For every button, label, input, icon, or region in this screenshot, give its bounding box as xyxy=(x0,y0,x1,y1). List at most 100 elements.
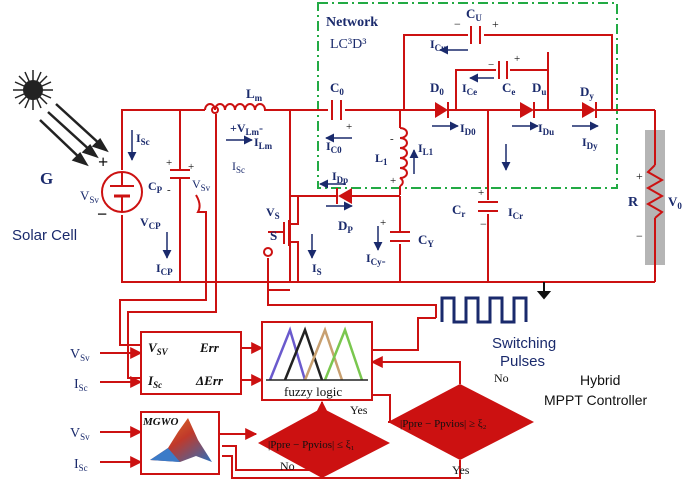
load-minus: − xyxy=(636,229,643,243)
du-diode xyxy=(520,102,535,118)
d0-label: D0 xyxy=(430,80,444,97)
load-resistor xyxy=(645,164,665,219)
fuzzy-membership-functions xyxy=(268,326,364,381)
vsv-sense-wire xyxy=(119,194,207,346)
cp-label: CP xyxy=(148,179,163,195)
condition-right-diamond xyxy=(388,384,534,460)
dp-diode xyxy=(336,188,352,204)
input-vsv-1: VSv xyxy=(70,347,90,363)
fuzzy-to-pulses-wire xyxy=(372,317,436,351)
cu-minus: − xyxy=(454,17,461,31)
l1-minus: - xyxy=(390,133,394,145)
s-label: S xyxy=(270,228,277,243)
err-block-vsv: VSV xyxy=(148,340,169,357)
condition-right-text: |Ppre − Ppvios| ≥ ξ₂ xyxy=(400,418,487,430)
cr-minus: − xyxy=(480,217,487,231)
isc-sense-ring xyxy=(211,106,219,114)
network-title: Network xyxy=(326,15,378,30)
cr-label: Cr xyxy=(452,202,465,219)
input-isc-1: ISc xyxy=(74,377,88,393)
ic0-label: IC0 xyxy=(326,139,342,155)
flow-arrows xyxy=(219,356,461,479)
fuzzy-logic-block xyxy=(261,321,373,401)
dy-label: Dy xyxy=(580,84,594,101)
c0-label: C0 xyxy=(330,80,344,97)
idy-label: IDy xyxy=(582,135,598,151)
derr-label: ΔErr xyxy=(195,373,224,388)
vlm-label: +VLm- xyxy=(230,121,263,137)
ce-plus: + xyxy=(514,53,520,65)
yes-label-1: Yes xyxy=(350,403,368,417)
mosfet-switch xyxy=(283,196,299,282)
ce-minus: − xyxy=(488,59,494,71)
circuit-wires xyxy=(121,34,656,291)
condition-left-diamond xyxy=(258,408,390,478)
isc-node-label: ISc xyxy=(232,159,245,175)
mgwo-label: MGWO xyxy=(142,416,179,428)
l1-inductor xyxy=(399,127,408,187)
irradiance-label: G xyxy=(40,169,53,188)
lm-inductor xyxy=(204,103,270,111)
input-vsv-2: VSv xyxy=(70,426,90,442)
cu-capacitor xyxy=(470,26,481,44)
gate-terminal xyxy=(263,247,273,257)
cr-capacitor xyxy=(478,201,498,212)
err-block-isc: ISc xyxy=(147,373,162,390)
gate-drive-wire xyxy=(267,258,437,318)
id0-label: ID0 xyxy=(460,121,476,137)
cr-plus: + xyxy=(478,187,484,199)
vsv-node-plus: + xyxy=(188,161,194,173)
err-label: Err xyxy=(199,340,220,355)
irradiance-arrows xyxy=(39,103,109,167)
icu-label: ICu xyxy=(430,37,446,53)
cu-plus: + xyxy=(492,17,499,31)
matlab-logo-icon xyxy=(150,418,212,462)
idp-label: IDp xyxy=(332,169,348,185)
r-label: R xyxy=(628,195,639,210)
solar-cell-label: Solar Cell xyxy=(12,227,77,244)
ce-label: Ce xyxy=(502,80,515,97)
load-plus: + xyxy=(636,169,643,183)
condition-left-text: |Ppre − Ppvios| ≤ ξ₁ xyxy=(268,439,355,451)
il1-label: IL1 xyxy=(418,141,434,157)
input-isc-2: ISc xyxy=(74,457,88,473)
pulses-label: Pulses xyxy=(500,353,545,370)
no-label-2: No xyxy=(494,371,509,385)
cy-label: CY xyxy=(418,232,434,249)
vs-label: VS xyxy=(266,205,280,221)
solar-cell-source xyxy=(101,171,143,213)
vsv-label: VSv xyxy=(80,188,99,205)
yes-label-2: Yes xyxy=(452,463,470,477)
cp-plus: + xyxy=(166,157,172,169)
sun-icon xyxy=(13,70,53,110)
fuzzy-label: fuzzy logic xyxy=(284,384,342,399)
error-calc-block xyxy=(140,331,242,395)
ce-capacitor xyxy=(498,61,508,79)
mppt-controller-label: MPPT Controller xyxy=(544,392,648,408)
cy-capacitor xyxy=(390,231,410,242)
pv-plus: + xyxy=(98,152,108,172)
l1-label: L1 xyxy=(375,151,388,167)
c0-capacitor xyxy=(331,100,342,120)
pv-minus: − xyxy=(97,204,107,224)
load-block xyxy=(645,130,665,265)
network-boundary xyxy=(317,2,618,189)
hybrid-label: Hybrid xyxy=(580,372,620,388)
c0-plus: + xyxy=(346,121,352,133)
du-label: Du xyxy=(532,80,546,97)
switching-label: Switching xyxy=(492,335,556,352)
ground-icon xyxy=(536,282,552,300)
icp-label: ICP xyxy=(156,261,173,277)
ice-label: ICe xyxy=(462,81,477,97)
l1-plus: + xyxy=(390,175,396,187)
idu-label: IDu xyxy=(538,121,554,137)
network-subtitle: LC³D³ xyxy=(330,37,366,52)
v0-label: V0 xyxy=(668,194,682,211)
cy-plus: + xyxy=(380,217,386,229)
is-label: IS xyxy=(312,261,322,277)
icy-label: ICy- xyxy=(366,251,386,268)
dp-label: DP xyxy=(338,218,353,235)
cu-label: CU xyxy=(466,6,482,23)
vsv-node-label: VSv xyxy=(192,177,211,193)
